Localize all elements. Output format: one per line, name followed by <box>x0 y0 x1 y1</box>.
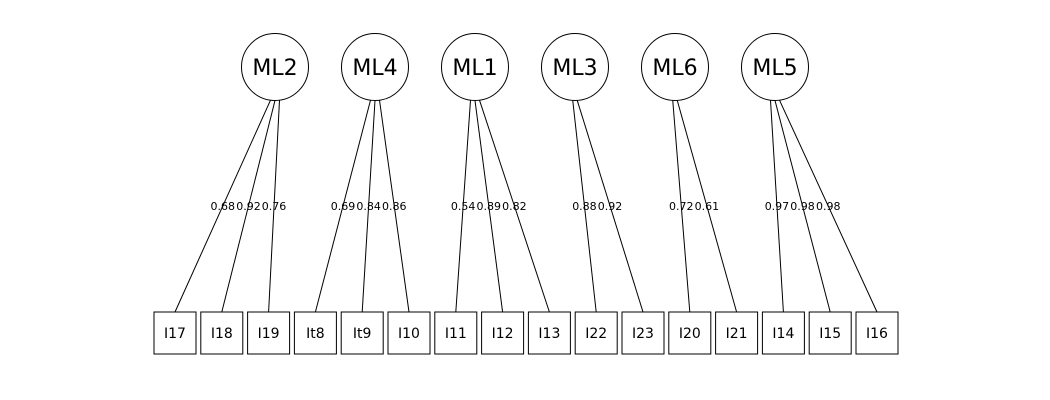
factor-label: ML2 <box>252 56 297 81</box>
factor-node <box>541 33 609 101</box>
item-box <box>200 311 244 355</box>
factor-label: ML1 <box>452 56 497 81</box>
item-box <box>715 311 759 355</box>
item-box <box>387 311 431 355</box>
loading-edge <box>770 100 784 313</box>
factors-layer: ML2 ML4 ML1 ML3 ML6 ML5 <box>241 33 809 101</box>
loading-edge <box>361 100 376 313</box>
loading-edge <box>455 100 471 313</box>
item-box <box>434 311 478 355</box>
item-box <box>574 311 618 355</box>
item-box <box>293 311 337 355</box>
loading-value-label: 0.76 <box>262 200 287 213</box>
item-box <box>808 311 852 355</box>
loading-value-label: 0.89 <box>477 200 502 213</box>
item-box <box>621 311 665 355</box>
factor-node <box>441 33 509 101</box>
loading-value-label: 0.86 <box>382 200 407 213</box>
factor-label: ML6 <box>652 56 697 81</box>
item-label: I18 <box>211 326 233 342</box>
item-label: I13 <box>538 326 560 342</box>
item-box <box>855 311 899 355</box>
item-box <box>668 311 712 355</box>
item-label: It8 <box>306 326 325 342</box>
loading-edge <box>572 100 597 313</box>
loading-edge <box>174 99 271 313</box>
factor-node <box>241 33 309 101</box>
loading-value-label: 0.98 <box>816 200 841 213</box>
loading-edge <box>221 100 276 313</box>
edges-layer <box>174 99 878 313</box>
loading-edge <box>774 100 831 313</box>
item-label: I11 <box>445 326 467 342</box>
loading-edge <box>576 100 644 313</box>
item-label: I15 <box>819 326 841 342</box>
item-label: I19 <box>258 326 280 342</box>
loading-value-label: 0.84 <box>356 200 381 213</box>
loading-value-label: 0.82 <box>502 200 527 213</box>
item-box <box>153 311 197 355</box>
factor-node <box>341 33 409 101</box>
item-label: I12 <box>492 326 514 342</box>
factor-node <box>741 33 809 101</box>
factor-label: ML5 <box>752 56 797 81</box>
item-label: I22 <box>585 326 607 342</box>
loading-edge <box>779 99 878 313</box>
loading-value-label: 0.92 <box>236 200 261 213</box>
items-layer: I17 I18 I19 It8 It9 I10 I11 I12 I13 I22 I23 I20 I21 I… <box>153 311 899 355</box>
loading-edge <box>268 100 280 313</box>
factor-node <box>641 33 709 101</box>
loading-value-label: 0.68 <box>211 200 236 213</box>
item-box <box>340 311 384 355</box>
item-label: I17 <box>164 326 186 342</box>
item-label: I10 <box>398 326 420 342</box>
loading-edge <box>314 100 371 313</box>
item-box <box>527 311 571 355</box>
loading-edge <box>672 100 691 313</box>
factor-label: ML3 <box>552 56 597 81</box>
loading-edge <box>379 100 410 313</box>
item-label: I23 <box>632 326 654 342</box>
loading-value-label: 0.69 <box>331 200 356 213</box>
item-label: I20 <box>679 326 701 342</box>
item-box <box>247 311 291 355</box>
loading-value-label: 0.98 <box>790 200 815 213</box>
loading-edge <box>676 100 738 313</box>
item-label: I16 <box>866 326 888 342</box>
factor-label: ML4 <box>352 56 397 81</box>
loading-value-label: 0.92 <box>598 200 623 213</box>
loading-value-label: 0.88 <box>572 200 597 213</box>
loading-value-label: 0.54 <box>451 200 476 213</box>
item-label: It9 <box>353 326 372 342</box>
item-label: I14 <box>772 326 794 342</box>
loading-value-label: 0.72 <box>669 200 694 213</box>
loading-edge <box>479 100 550 313</box>
loading-value-label: 0.61 <box>695 200 720 213</box>
loading-value-label: 0.97 <box>765 200 790 213</box>
loading-edge <box>474 100 504 313</box>
item-box <box>761 311 805 355</box>
item-box <box>481 311 525 355</box>
item-label: I21 <box>726 326 748 342</box>
